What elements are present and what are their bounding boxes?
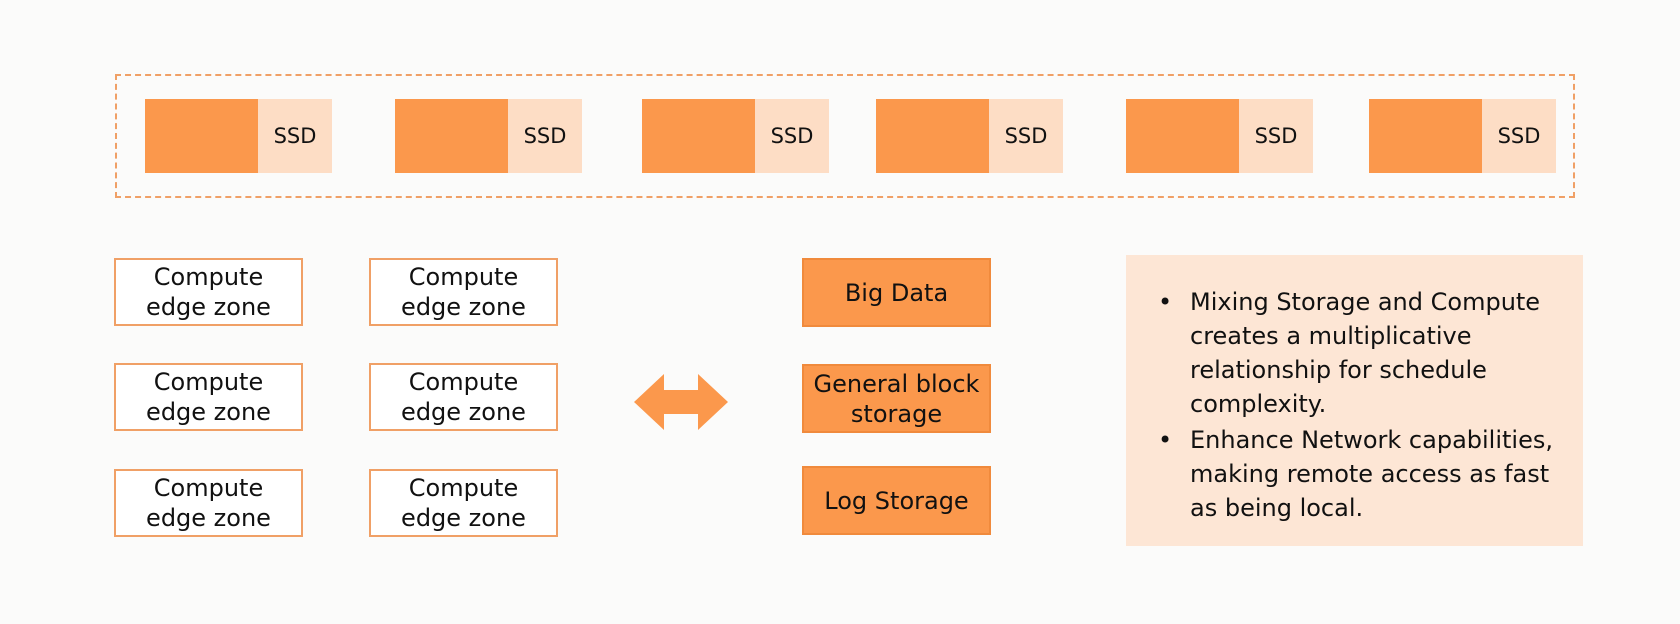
- ssd-block: SSD: [258, 99, 332, 173]
- storage-node: SSD: [876, 99, 1063, 173]
- storage-node: SSD: [1369, 99, 1556, 173]
- compute-edge-zone: Compute edge zone: [369, 469, 558, 537]
- ssd-block: SSD: [755, 99, 829, 173]
- ssd-block: SSD: [1239, 99, 1313, 173]
- compute-block: [876, 99, 989, 173]
- compute-block: [642, 99, 755, 173]
- compute-block: [1126, 99, 1239, 173]
- storage-node: SSD: [395, 99, 582, 173]
- compute-block: [1369, 99, 1482, 173]
- compute-edge-zone: Compute edge zone: [114, 469, 303, 537]
- compute-edge-zone: Compute edge zone: [114, 258, 303, 326]
- note-text: Enhance Network capabilities, making rem…: [1190, 426, 1553, 522]
- storage-node: SSD: [145, 99, 332, 173]
- compute-edge-zone: Compute edge zone: [114, 363, 303, 431]
- compute-block: [395, 99, 508, 173]
- storage-node: SSD: [1126, 99, 1313, 173]
- notes-list: • Mixing Storage and Compute creates a m…: [1154, 285, 1561, 525]
- compute-block: [145, 99, 258, 173]
- storage-category-log: Log Storage: [802, 466, 991, 535]
- storage-category-general-block: General block storage: [802, 364, 991, 433]
- bullet: •: [1158, 426, 1173, 454]
- note-item: • Mixing Storage and Compute creates a m…: [1154, 285, 1561, 421]
- bullet: •: [1158, 288, 1173, 316]
- compute-edge-zone: Compute edge zone: [369, 258, 558, 326]
- bidirectional-arrow-icon: [634, 374, 728, 430]
- ssd-block: SSD: [1482, 99, 1556, 173]
- ssd-block: SSD: [989, 99, 1063, 173]
- note-item: • Enhance Network capabilities, making r…: [1154, 423, 1561, 525]
- note-text: Mixing Storage and Compute creates a mul…: [1190, 288, 1541, 418]
- storage-node: SSD: [642, 99, 829, 173]
- compute-edge-zone: Compute edge zone: [369, 363, 558, 431]
- storage-category-big-data: Big Data: [802, 258, 991, 327]
- storage-node-group: SSD SSD SSD SSD SSD SSD: [115, 74, 1575, 198]
- ssd-block: SSD: [508, 99, 582, 173]
- notes-panel: • Mixing Storage and Compute creates a m…: [1126, 255, 1583, 546]
